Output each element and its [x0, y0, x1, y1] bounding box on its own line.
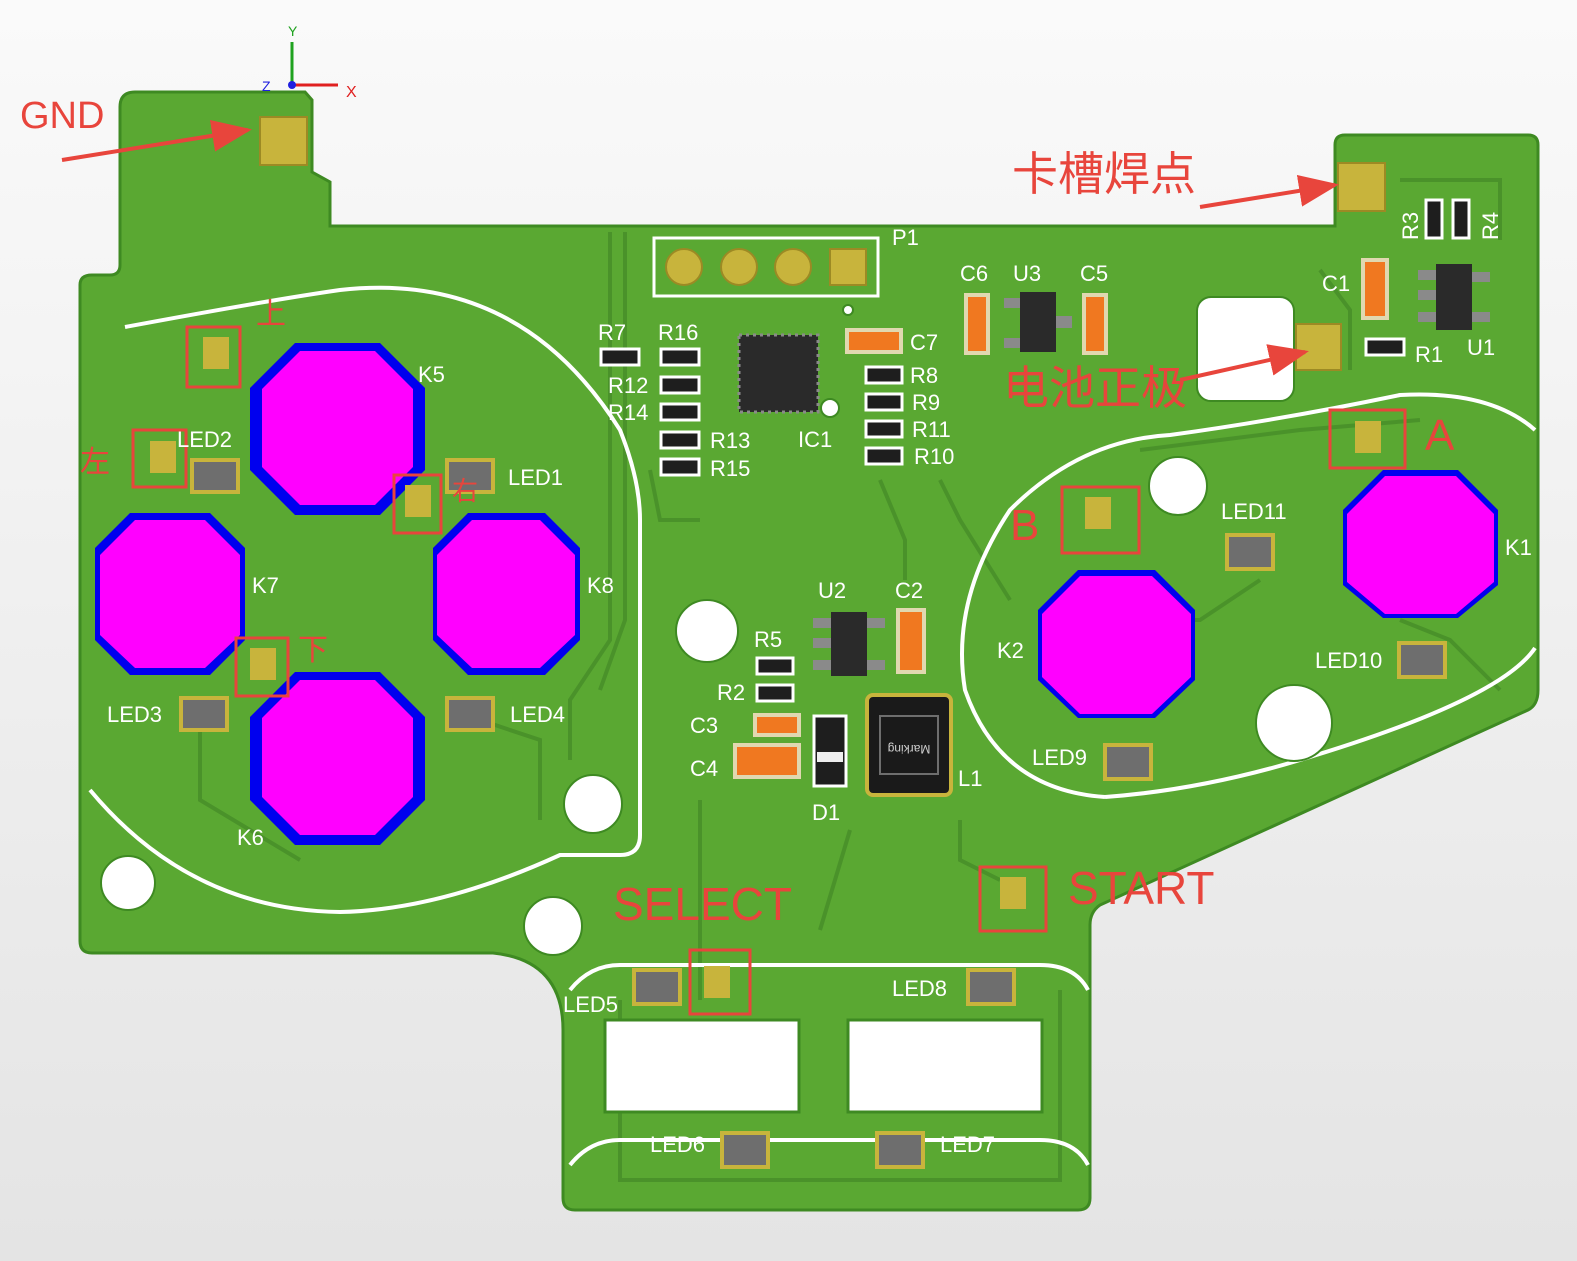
label-r11: R11	[912, 417, 951, 442]
annotation-select: SELECT	[613, 878, 792, 930]
label-c2: C2	[895, 578, 923, 603]
start-window	[846, 1018, 1044, 1114]
dpad-silk-outline	[88, 285, 642, 915]
label-r15: R15	[710, 456, 750, 481]
u3-chip	[1020, 292, 1056, 352]
axis-z-label: Z	[262, 78, 271, 94]
label-led9: LED9	[1032, 745, 1087, 770]
l1-inductor	[865, 693, 953, 797]
label-c1: C1	[1322, 271, 1350, 296]
label-c5: C5	[1080, 261, 1108, 286]
mounting-holes	[100, 304, 1333, 956]
annotation-b: B	[1010, 501, 1039, 550]
label-r5: R5	[754, 627, 782, 652]
button-k6[interactable]	[250, 672, 425, 845]
label-r13: R13	[710, 428, 750, 453]
battery-cutout	[1196, 296, 1295, 402]
label-k8: K8	[587, 573, 614, 598]
annotation-arrows	[61, 119, 1339, 382]
label-r4: R4	[1478, 212, 1503, 240]
label-r12: R12	[608, 373, 648, 398]
annotation-up: 上	[256, 298, 286, 331]
label-r2: R2	[717, 680, 745, 705]
annotation-labels: GND 卡槽焊点 电池正极 上 左 右 下 A B SELECT START	[20, 95, 1455, 930]
p1-outline	[652, 236, 880, 298]
u2-legs	[813, 618, 885, 670]
label-u1: U1	[1467, 335, 1495, 360]
label-led4: LED4	[510, 702, 565, 727]
ic1-chip	[737, 333, 820, 414]
label-k5: K5	[418, 362, 445, 387]
label-c3: C3	[690, 713, 718, 738]
u1-legs	[1418, 270, 1490, 322]
button-k1[interactable]	[1343, 470, 1498, 618]
annotation-a: A	[1425, 411, 1455, 460]
label-ic1: IC1	[798, 427, 832, 452]
u1-chip	[1436, 264, 1472, 330]
annotation-gnd: GND	[20, 95, 104, 137]
resistor-parts	[599, 198, 1471, 703]
label-r3: R3	[1398, 212, 1423, 240]
d1-diode	[812, 714, 848, 788]
annotation-left: 左	[80, 446, 110, 479]
pcb-board	[78, 90, 1540, 1212]
label-led2: LED2	[177, 427, 232, 452]
label-led5: LED5	[563, 992, 618, 1017]
label-r1: R1	[1415, 342, 1443, 367]
label-l1: L1	[958, 766, 982, 791]
label-u2: U2	[818, 578, 846, 603]
button-k7[interactable]	[95, 513, 245, 675]
l1-marking: Marking	[888, 742, 931, 756]
label-c7: C7	[910, 330, 938, 355]
bottom-silk-outline	[568, 963, 1090, 1167]
contact-pads	[150, 337, 1381, 998]
label-p1: P1	[892, 225, 919, 250]
label-u3: U3	[1013, 261, 1041, 286]
capacitor-parts	[733, 258, 1389, 779]
label-k1: K1	[1505, 535, 1532, 560]
label-r8: R8	[910, 363, 938, 388]
annotation-down: 下	[298, 634, 328, 667]
annotation-start: START	[1068, 862, 1215, 914]
p1-pads	[665, 248, 867, 286]
label-led6: LED6	[650, 1132, 705, 1157]
button-k2[interactable]	[1038, 570, 1195, 718]
annotation-battery-positive: 电池正极	[1003, 362, 1187, 414]
silkscreen-labels: P1 K5 K7 K8 K6 K1 K2 LED1 LED2 LED3 LED4…	[107, 212, 1532, 1157]
label-led1: LED1	[508, 465, 563, 490]
label-k7: K7	[252, 573, 279, 598]
axis-indicator: Y X Z	[262, 23, 357, 101]
label-led11: LED11	[1221, 499, 1287, 524]
annotation-right: 右	[452, 476, 478, 506]
led-parts	[179, 458, 1447, 1169]
axis-x-label: X	[346, 84, 357, 101]
label-d1: D1	[812, 800, 840, 825]
axis-y-label: Y	[288, 23, 298, 39]
u2-chip	[831, 612, 867, 676]
label-r16: R16	[658, 320, 698, 345]
button-k8[interactable]	[433, 513, 580, 675]
select-window	[603, 1018, 801, 1114]
d1-band	[817, 752, 843, 762]
label-k2: K2	[997, 638, 1024, 663]
u3-legs	[1004, 298, 1072, 348]
annotation-boxes	[131, 325, 1407, 1016]
label-c4: C4	[690, 756, 718, 781]
button-k5[interactable]	[250, 343, 425, 515]
l1-marking-box	[879, 715, 939, 775]
label-r9: R9	[912, 390, 940, 415]
label-r7: R7	[598, 320, 626, 345]
annotation-slot-solder: 卡槽焊点	[1012, 148, 1196, 200]
label-led3: LED3	[107, 702, 162, 727]
label-r14: R14	[608, 400, 648, 425]
label-led8: LED8	[892, 976, 947, 1001]
label-c6: C6	[960, 261, 988, 286]
label-led7: LED7	[940, 1132, 995, 1157]
label-k6: K6	[237, 825, 264, 850]
label-r10: R10	[914, 444, 954, 469]
label-led10: LED10	[1315, 648, 1382, 673]
